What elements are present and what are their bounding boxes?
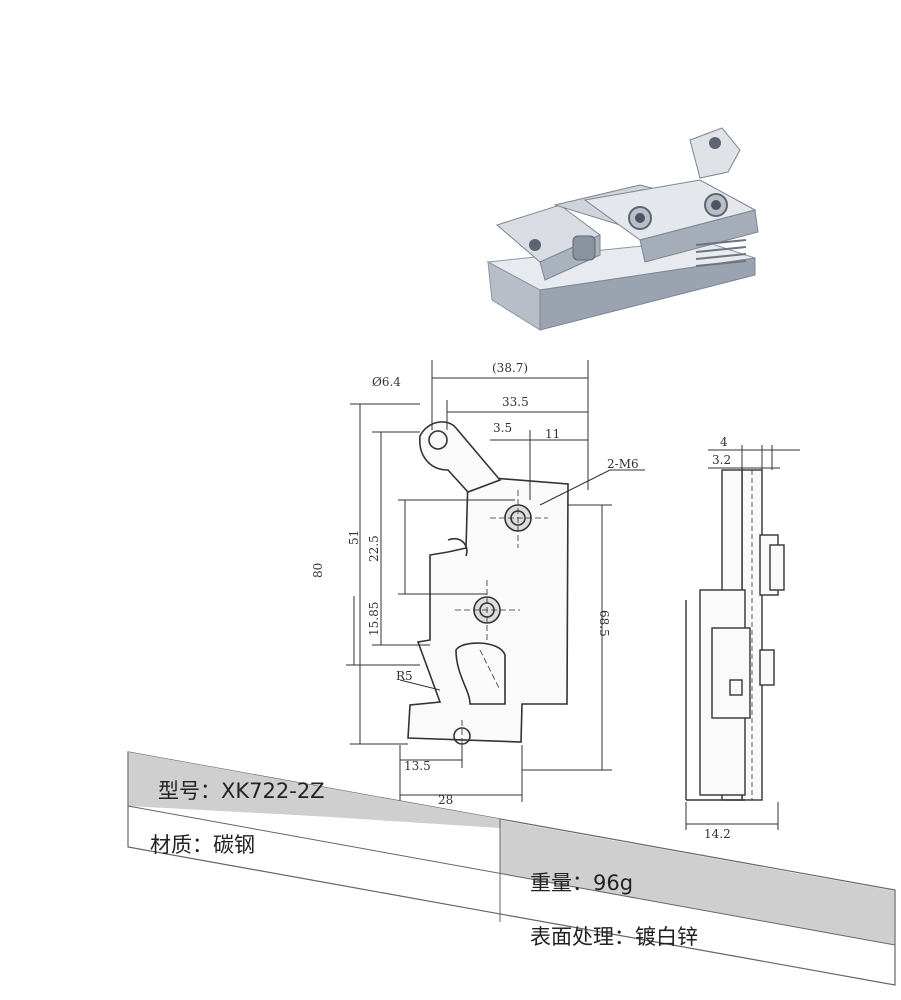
front-view-drawing: [407, 421, 569, 752]
dim-hole-diameter: Ø6.4: [372, 375, 401, 389]
dim-offset-b: 11: [545, 427, 560, 441]
spec-table: [127, 751, 896, 986]
dim-side-14-2: 14.2: [704, 827, 731, 841]
side-dimension-texts: 4 3.2 14.2: [704, 435, 731, 841]
front-dimension-lines: [346, 360, 645, 802]
spec-texts: 型号：XK722-2Z 材质：碳钢 重量：96g 表面处理：镀白锌: [150, 779, 698, 949]
dim-bottom-13-5: 13.5: [404, 759, 431, 773]
dim-height-51: 51: [347, 530, 361, 545]
dim-side-3-2: 3.2: [712, 453, 731, 467]
front-dimension-texts: (38.7) 33.5 Ø6.4 3.5 11 2-M6 80 51 22.5 …: [311, 361, 639, 807]
dim-radius: R5: [396, 669, 413, 683]
spec-model: 型号：XK722-2Z: [158, 779, 325, 803]
dim-height-15-85: 15.85: [367, 602, 381, 636]
dim-height-80: 80: [311, 563, 325, 578]
dim-side-4: 4: [720, 435, 728, 449]
spec-weight: 重量：96g: [530, 871, 633, 895]
spec-material: 材质：碳钢: [150, 833, 255, 857]
dim-top-overall: (38.7): [492, 361, 528, 375]
dim-bottom-28: 28: [438, 793, 453, 807]
side-dimension-lines: [685, 445, 800, 830]
dim-height-68-5: 68.5: [597, 610, 611, 637]
dim-thread: 2-M6: [607, 457, 639, 471]
dim-height-22-5: 22.5: [367, 535, 381, 562]
dim-top-inner: 33.5: [502, 395, 529, 409]
side-view-drawing: [685, 469, 785, 801]
latch-photo: [486, 127, 759, 331]
dim-offset-a: 3.5: [493, 421, 512, 435]
spec-finish: 表面处理：镀白锌: [530, 925, 698, 949]
